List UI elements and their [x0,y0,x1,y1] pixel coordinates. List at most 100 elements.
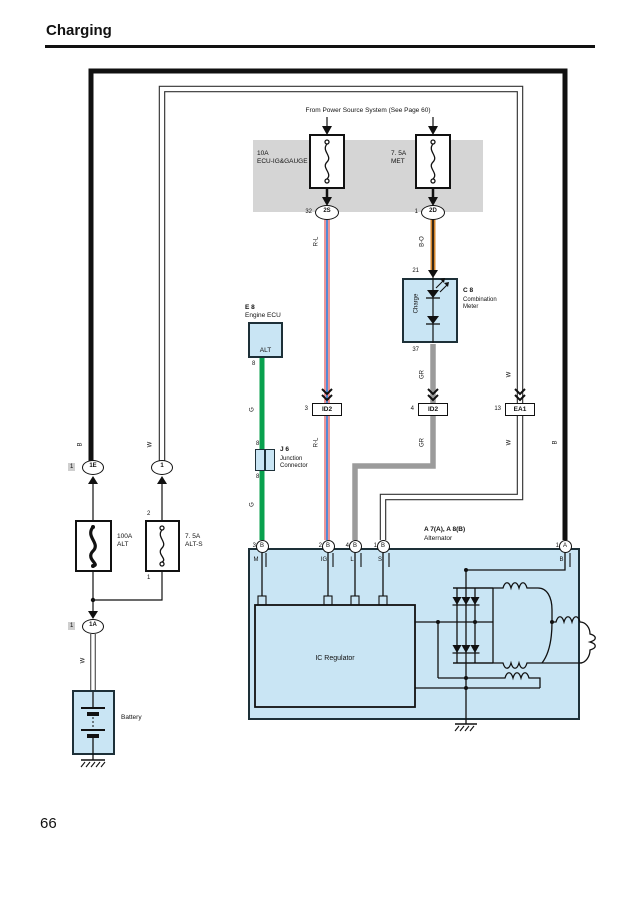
junction-dot [90,597,96,603]
alt-t1-pin: 3 [252,543,256,549]
connector-2s-pin: 32 [305,209,312,215]
fuse-alt-s-name: ALT-S [185,541,203,548]
charge-lamp-symbol [426,277,449,343]
wire-label-gr-upper: GR [419,370,426,379]
wire-label-b-left: B [77,442,84,447]
power-source-note: From Power Source System (See Page 60) [305,107,431,114]
alternator-code: A 7(A), A 8(B) [424,526,466,533]
fuse-symbol-met [430,139,436,184]
meter-code: C 8 [463,287,474,294]
combination-meter-box [402,278,458,343]
connector-1e: 1E [82,460,104,475]
fuse-met-name: MET [391,158,405,165]
wire-label-rl-lower: R-L [313,437,320,448]
junction-connector-divider [264,450,266,470]
connector-id2-right: ID2 [418,403,448,416]
jc-name1: Junction [280,456,303,462]
alt-t1-connector: B [255,539,269,553]
connector-id2-left: ID2 [312,403,342,416]
jc-pin-bottom: 8 [256,474,260,480]
connector-id2-right-pin: 4 [410,406,414,412]
battery-symbol [81,692,105,755]
rotor-coil [415,672,541,689]
jc-name2: Connector [280,463,308,469]
alternator-internals [254,553,596,724]
alt-t4-connector: B [376,539,390,553]
wire-label-gr-lower: GR [419,438,426,447]
fuse-alt-rating: 100A [117,533,133,540]
fuse-alt-s-box [145,520,180,572]
alt-term-ig: IG [320,557,328,563]
wire-label-w-right-upper: W [506,371,513,378]
connector-1a: 1A [82,619,104,634]
battery-label: Battery [121,714,142,721]
connector-ea1: EA1 [505,403,535,416]
stator-coil-right [552,616,596,664]
alt-t3-connector: B [348,539,362,553]
engine-ecu-box [248,322,283,358]
fuse-ecu-ig-rating: 10A [257,150,269,157]
alt-term-b: B [559,557,564,563]
arrowheads [88,126,438,619]
wire-w-fill [159,86,523,540]
wire-label-w-left: W [147,441,154,448]
connector-1a-pin: 1 [68,622,76,630]
meter-pin-top: 21 [412,268,419,274]
alt-t4-pin: 1 [373,543,377,549]
thin-links [92,117,434,611]
battery-ground-symbol [80,755,106,768]
ecu-code: E 8 [245,304,255,311]
alt-term-l: L [350,557,354,563]
fusible-link-alt-symbol [89,525,97,568]
ecu-pin: 8 [252,361,256,367]
connector-2d: 2D [421,205,445,220]
wire-b-black [88,68,568,540]
stator-coil-bottom [453,660,582,669]
wire-label-g-lower: G [249,502,256,507]
alt-t2-pin: 2 [318,543,322,549]
junction-connector-box [255,449,275,471]
fuse-alt-s-rating: 7. 5A [185,533,201,540]
fuse-met-rating: 7. 5A [391,150,407,157]
fuse-out-stubs [325,189,435,198]
meter-pin-bottom: 37 [412,347,419,353]
diode-bridge [452,597,480,653]
wire-label-rl-upper: R-L [313,236,320,247]
fuse-alt-name: ALT [117,541,129,548]
diode-bars [452,604,480,654]
wire-label-bo: B-O [419,236,426,247]
ecu-name: Engine ECU [245,312,281,319]
fuse-symbol-ecu-ig [324,139,330,184]
charge-lamp-label: Charge [413,293,420,314]
connector-ea1-pin: 13 [494,406,501,412]
page-title: Charging [46,22,112,39]
chevron-arrows [321,388,526,402]
fuse-alt-s-pin-bottom: 1 [147,575,151,581]
fuse-alt-s-pin-top: 2 [147,511,151,517]
alternator-box [248,548,580,720]
alt-term-m: M [253,557,259,563]
alt-t5-connector: A [558,539,572,553]
ic-regulator-box [254,604,416,708]
alternator-junction-dots [436,568,554,690]
alt-t2-connector: B [321,539,335,553]
fuse-ecu-ig-name: ECU-IG&GAUGE [257,158,308,165]
connector-id2-left-pin: 3 [304,406,308,412]
connector-2s: 2S [315,205,339,220]
wire-label-w-battery: W [80,657,87,664]
wire-label-b-right: B [552,440,559,445]
alternator-name: Alternator [424,535,453,542]
ic-regulator-label: IC Regulator [315,655,355,662]
alt-t3-pin: 4 [345,543,349,549]
alt-t5-pin: 1 [555,543,559,549]
connector-2d-pin: 1 [414,209,418,215]
wire-label-g-upper: G [249,407,256,412]
alternator-ground-symbol [454,723,477,732]
jc-code: J 6 [280,446,290,453]
connector-1e-pin: 1 [68,463,76,471]
wire-label-w-right-lower: W [506,439,513,446]
meter-name2: Meter [463,304,479,310]
stator-coil-top [453,582,553,622]
